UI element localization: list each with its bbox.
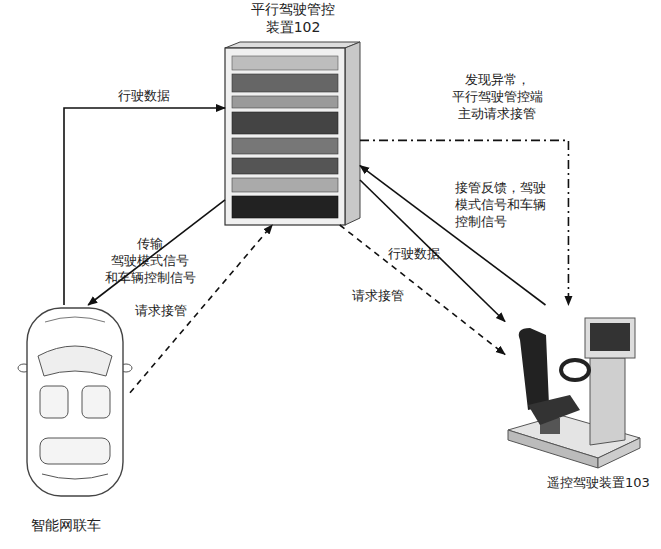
cabinet-panel	[232, 96, 338, 108]
car-seat	[40, 386, 68, 418]
simulator-housing	[585, 318, 635, 358]
cabinet-front	[225, 48, 345, 225]
connector-arrow	[64, 108, 225, 305]
steering-wheel	[561, 360, 589, 380]
simulator-console	[590, 358, 625, 445]
device-node: 智能网联车	[20, 305, 130, 500]
edge-label: 行驶数据	[388, 246, 458, 263]
connector-arrow	[360, 180, 505, 322]
edge-label: 行驶数据	[118, 88, 188, 105]
edge-label: 请求接管	[352, 288, 422, 305]
edge-label: 传输 驾驶模式信号 和车辆控制信号	[100, 236, 200, 287]
car-seat	[40, 438, 110, 464]
cabinet-side	[345, 42, 360, 225]
car-rear-window	[42, 474, 108, 479]
edge-label: 请求接管	[135, 303, 205, 320]
cabinet-panel	[232, 138, 338, 154]
car-seat	[82, 386, 110, 418]
connector-arrow	[360, 140, 568, 305]
car-illustration	[18, 308, 132, 496]
simulator-screen	[590, 323, 630, 351]
simulator-base	[508, 430, 598, 468]
device-node: 遥控驾驶装置103	[505, 305, 640, 470]
connector-arrow	[130, 225, 272, 393]
simulator-seat	[528, 395, 580, 425]
simulator-illustration	[508, 318, 640, 468]
cabinet-panel	[232, 112, 338, 134]
car-hood-line	[45, 317, 105, 322]
connector-arrow	[340, 225, 505, 355]
connector-arrow	[88, 200, 225, 305]
cabinet-panel	[232, 74, 338, 92]
cabinet-panel	[232, 56, 338, 70]
edge-label: 接管反馈，驾驶 模式信号和车辆 控制信号	[455, 180, 550, 231]
car-windshield	[38, 346, 112, 376]
node-label: 平行驾驶管控 装置102	[238, 1, 348, 36]
cabinet-panel	[232, 158, 338, 174]
connector-arrow	[360, 166, 546, 305]
edge-label: 发现异常， 平行驾驶管控端 主动请求接管	[437, 72, 557, 123]
cabinet-panel	[232, 178, 338, 192]
car-body	[27, 308, 123, 496]
node-label: 智能网联车	[16, 517, 116, 535]
cabinet-illustration	[225, 42, 360, 225]
node-label: 遥控驾驶装置103	[547, 475, 647, 491]
cabinet-panel	[232, 196, 338, 218]
cabinet-top	[225, 42, 360, 48]
simulator-seat	[519, 328, 549, 410]
device-node: 平行驾驶管控 装置102	[225, 45, 360, 225]
